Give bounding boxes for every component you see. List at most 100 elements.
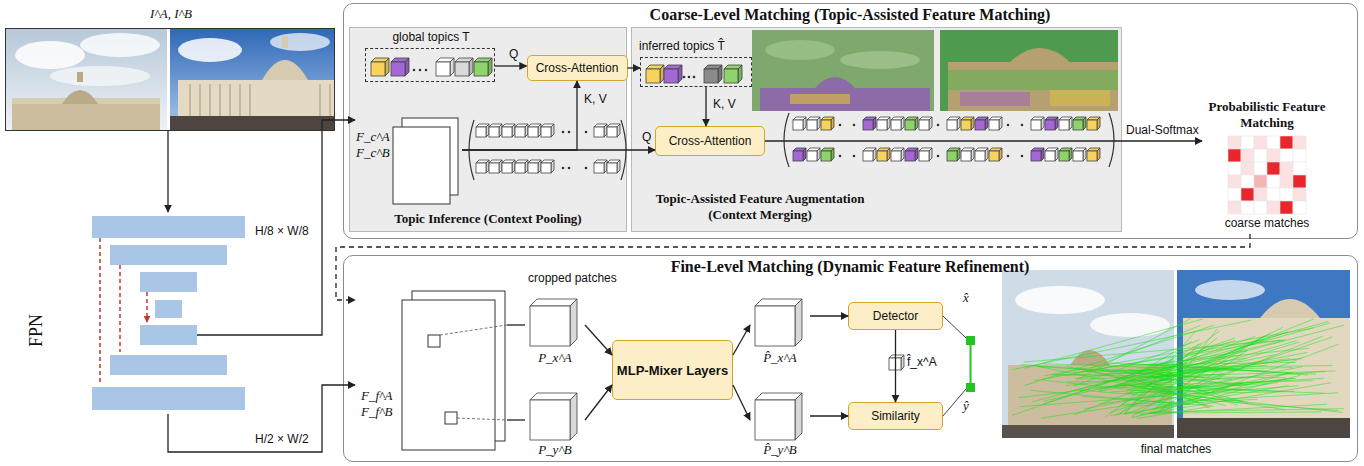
matrix-cell [1293, 149, 1306, 162]
match-line [1073, 340, 1281, 373]
matrix-cell [1293, 175, 1306, 188]
matrix-cell [1293, 188, 1306, 201]
topic-heatmaps [840, 51, 920, 69]
token-cube [1041, 148, 1044, 161]
token-cube [515, 163, 525, 173]
topic-inference-box: Topic Inference (Context Pooling)global … [349, 27, 627, 232]
match-line [1122, 393, 1338, 405]
matching-matrix: Probabilistic Feature Matchingcoarse mat… [1202, 98, 1332, 234]
token-cube [891, 151, 901, 161]
token-cube [901, 355, 904, 370]
match-line [1126, 358, 1302, 381]
topic-heatmaps [765, 40, 835, 60]
match-line [1034, 340, 1265, 381]
node-text: final matches [1000, 442, 1352, 456]
node-text: Topic-Assisted Feature Augmentation (Con… [634, 191, 886, 223]
token-cube [793, 117, 806, 120]
fpn-backbone: FPN [88, 212, 248, 414]
node-text: Fine-Level Matching (Dynamic Feature Ref… [344, 258, 1356, 276]
node-text: Similarity [871, 409, 920, 423]
connector [585, 385, 612, 420]
match-line [1149, 376, 1248, 403]
matrix-cell [1267, 162, 1280, 175]
token-cube [887, 148, 890, 161]
match-line [1155, 373, 1290, 402]
token-cube [1045, 151, 1055, 161]
input-photos [270, 33, 330, 51]
token-cube [985, 117, 988, 130]
match-line [1076, 319, 1191, 381]
token-cube [604, 124, 607, 137]
token-cube [515, 124, 528, 127]
match-line [1078, 371, 1335, 379]
token-cube [1031, 148, 1044, 151]
token-cube [604, 160, 607, 173]
match-line [1020, 386, 1298, 407]
ellipsis-dot [853, 124, 856, 127]
token-cube [450, 58, 454, 76]
token-cube [1069, 117, 1072, 130]
edge-label: K, V [712, 97, 737, 111]
match-line [1161, 372, 1292, 408]
token-cube [821, 120, 831, 130]
token-cube [807, 148, 820, 161]
ellipsis-dot [562, 167, 565, 170]
match-line [1075, 358, 1247, 378]
token-cube [821, 117, 834, 130]
match-line [1091, 369, 1223, 375]
node-text: global topics T [366, 30, 496, 44]
token-cube [919, 120, 929, 130]
token-cube [1073, 148, 1086, 161]
node-text: Probabilistic Feature Matching [1202, 99, 1332, 131]
token-cube [1031, 117, 1044, 130]
connector [507, 324, 525, 325]
final-match-photos [1070, 350, 1110, 365]
match-line [1019, 373, 1225, 397]
topic-heatmaps [1050, 90, 1110, 106]
token-cube [873, 117, 876, 130]
final-match-photos [1260, 299, 1320, 318]
token-cube [512, 160, 515, 173]
final-match-photos [1195, 280, 1265, 300]
token-cube [1069, 148, 1072, 161]
match-line [1135, 396, 1207, 413]
token-cube [474, 58, 492, 76]
ellipsis-dot [1007, 124, 1010, 127]
input-photos [170, 29, 334, 130]
token-cube [405, 58, 409, 76]
token-cube [499, 160, 502, 173]
match-line [1166, 387, 1294, 392]
connector [336, 234, 1250, 300]
text-slot: Probabilistic Feature Matching [1202, 99, 1332, 131]
node-text: Coarse-Level Matching (Topic-Assisted Fe… [344, 6, 1356, 24]
match-line [1103, 355, 1241, 382]
token-cube [863, 148, 876, 151]
match-line [1121, 328, 1283, 405]
token-cube [889, 355, 904, 370]
connector [585, 325, 612, 355]
token-cube [877, 151, 887, 161]
token-cube [877, 117, 890, 130]
node-text: I^A, I^B [101, 6, 241, 22]
token-cube [528, 124, 541, 137]
token-cube [905, 117, 918, 120]
match-line [1148, 369, 1238, 406]
token-cube [476, 127, 486, 137]
token-cube [873, 148, 876, 161]
matrix-cell [1293, 136, 1306, 149]
token-cube [1045, 117, 1058, 120]
token-cube [891, 120, 901, 130]
connector [765, 140, 1202, 141]
token-cube [391, 58, 409, 62]
input-photos [6, 29, 167, 130]
token-cube [1059, 148, 1072, 151]
token-cube [551, 160, 554, 173]
matrix-cell [1254, 136, 1267, 149]
token-cube [724, 65, 742, 69]
match-points [966, 383, 975, 392]
feature-maps [428, 335, 440, 347]
cross-attention-box: Cross-Attention [527, 55, 628, 81]
input-photos [62, 90, 98, 104]
token-cube [919, 151, 929, 161]
